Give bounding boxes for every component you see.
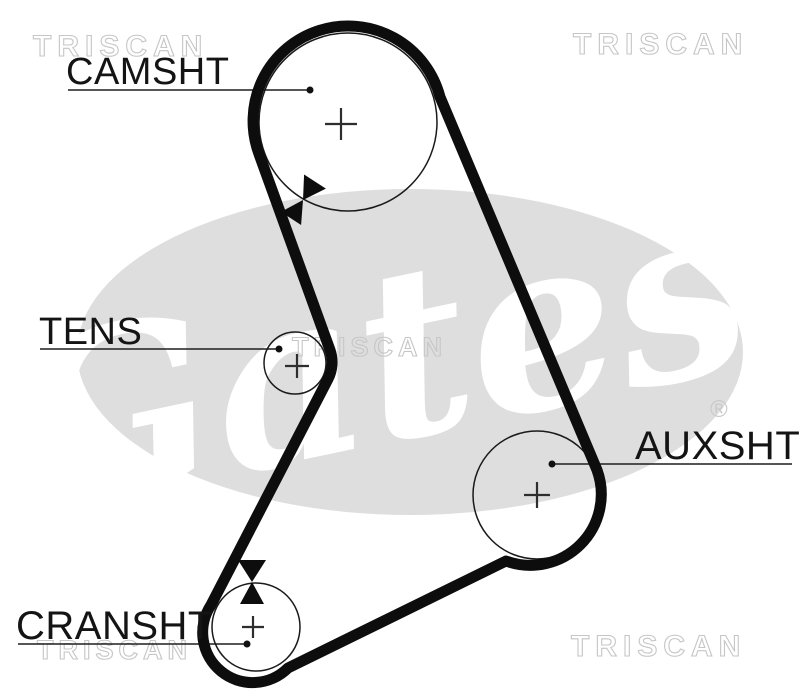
triscan-watermark-bottom-left: TRISCAN <box>37 635 192 665</box>
timing-belt <box>197 20 607 689</box>
crankshaft-leader-dot <box>243 640 251 648</box>
camshaft-plus-mark <box>325 108 357 140</box>
leader-lines <box>18 86 792 648</box>
registered-trademark-icon: ® <box>710 396 728 423</box>
auxiliary-label: AUXSHT <box>635 424 800 468</box>
crankshaft-pulley <box>211 582 301 672</box>
arrow-triangle <box>280 200 303 225</box>
axis-marks <box>242 108 550 638</box>
crankshaft-rotation-arrow-icon <box>238 560 266 604</box>
auxiliary-plus-mark <box>524 482 550 508</box>
crankshaft-plus-mark <box>242 616 264 638</box>
auxiliary-leader-dot <box>548 460 556 468</box>
triscan-watermark-center: TRISCAN <box>292 332 447 362</box>
triscan-watermark-top-left: TRISCAN <box>33 30 208 63</box>
tensioner-label: TENS <box>39 311 142 353</box>
arrow-triangle <box>238 560 266 582</box>
tensioner-pulley <box>263 331 327 395</box>
tensioner-plus-mark <box>285 354 309 378</box>
camshaft-rotation-arrow-icon <box>280 174 326 225</box>
triscan-watermark-bottom-right: TRISCAN <box>571 630 746 663</box>
crankshaft-label: CRANSHT <box>16 604 213 648</box>
tensioner-leader-dot <box>275 345 283 353</box>
camshaft-leader-dot <box>306 86 314 94</box>
arrow-triangle <box>240 582 264 604</box>
camshaft-pulley <box>258 32 438 212</box>
triscan-watermark-top-right: TRISCAN <box>573 28 748 61</box>
camshaft-label: CAMSHT <box>66 51 229 93</box>
arrow-triangle <box>303 174 326 200</box>
